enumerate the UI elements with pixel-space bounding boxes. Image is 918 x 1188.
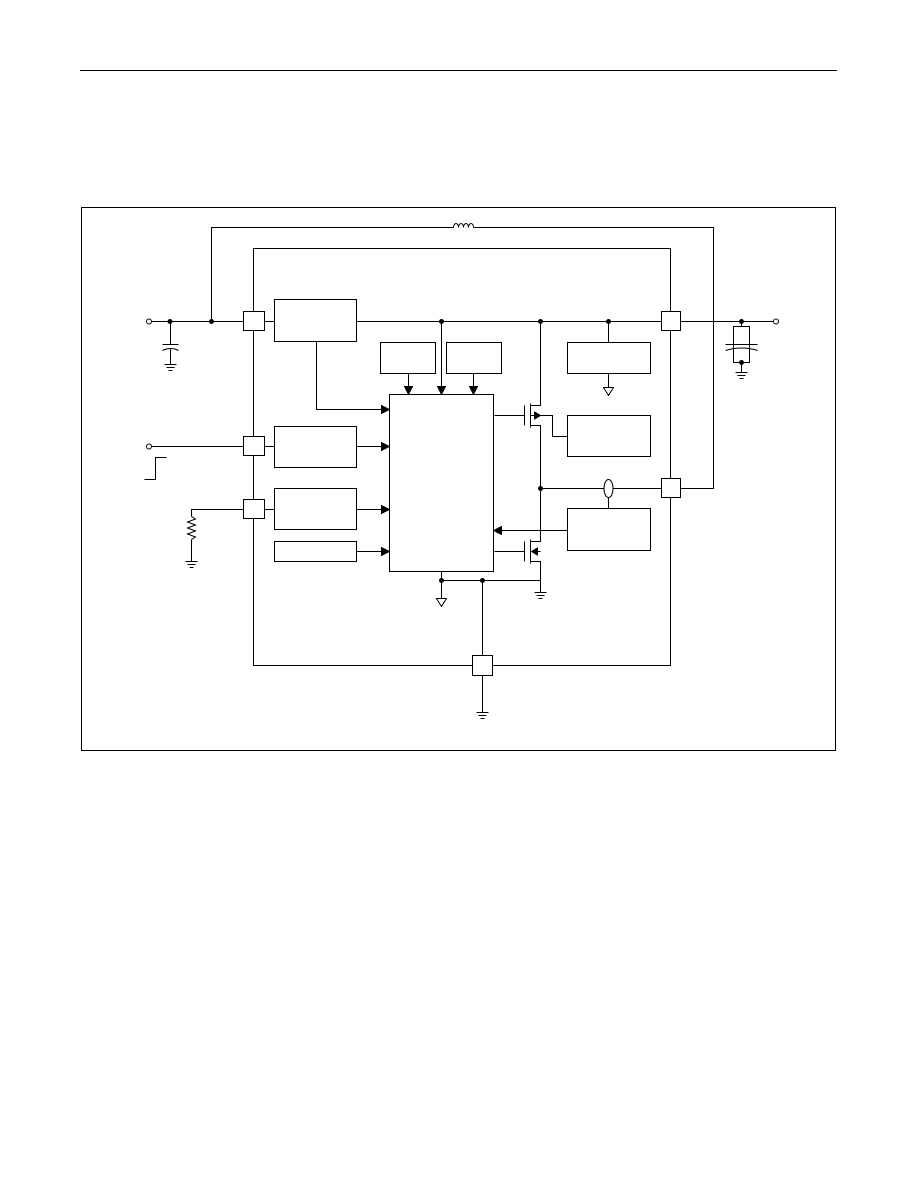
- ground-icon: [164, 364, 177, 371]
- lx-pin: [661, 478, 681, 498]
- inductor-wire: [211, 227, 714, 489]
- gnd-pin: [472, 655, 493, 676]
- inductor-icon: [453, 223, 474, 228]
- ground-icon: [534, 592, 547, 599]
- ground-icon: [476, 712, 489, 719]
- current-sense-block: [567, 508, 651, 551]
- ground-icon: [602, 387, 615, 397]
- output-bias-block: [567, 342, 651, 374]
- pmos-transistor-icon: [494, 321, 568, 489]
- rset-wire: [191, 509, 244, 517]
- ic-outline: [253, 248, 671, 666]
- control-logic-block: [389, 394, 494, 572]
- vout-terminal: [773, 318, 779, 325]
- current-set-block: [274, 488, 357, 530]
- input-regulator-block: [274, 299, 357, 342]
- nmos-transistor-icon: [494, 488, 541, 593]
- vout-pin: [661, 311, 681, 331]
- ground-icon: [185, 561, 198, 568]
- en-pin: [243, 436, 265, 456]
- vin-pin: [243, 311, 265, 331]
- en-terminal: [146, 443, 152, 450]
- ground-icon: [435, 598, 448, 608]
- resistor-icon: [186, 516, 197, 540]
- junction-dot: [439, 319, 444, 324]
- small-block: [274, 541, 357, 562]
- reference-block-2: [446, 342, 502, 374]
- current-probe-icon: [603, 479, 614, 498]
- junction-dot: [209, 319, 214, 324]
- junction-dot: [739, 360, 744, 365]
- step-signal-icon: [144, 457, 167, 480]
- figure-frame: [81, 207, 836, 751]
- header-rule: [80, 70, 837, 71]
- enable-block: [274, 426, 357, 468]
- rset-pin: [243, 499, 265, 519]
- ground-icon: [735, 372, 748, 379]
- vin-terminal: [146, 318, 152, 325]
- signal-arrows: [316, 321, 568, 557]
- reference-block-1: [380, 342, 436, 374]
- high-side-driver-block: [567, 415, 651, 457]
- capacitor-icon: [162, 321, 179, 365]
